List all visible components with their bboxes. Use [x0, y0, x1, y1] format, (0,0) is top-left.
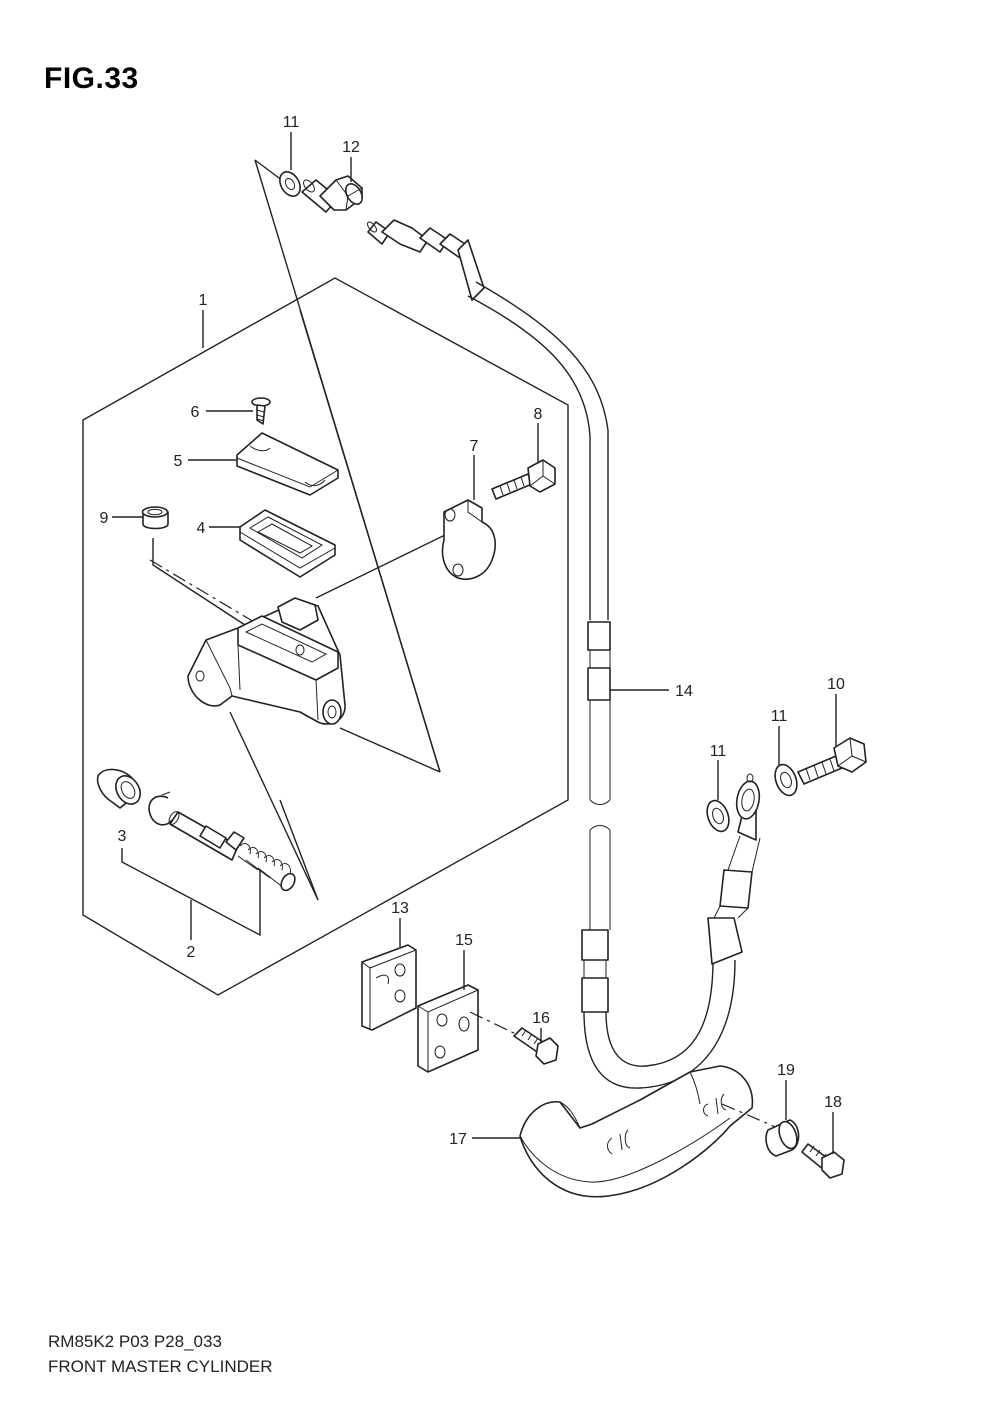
guide-line	[279, 799, 319, 901]
callout-15: 15	[455, 932, 473, 949]
callout-17: 17	[449, 1131, 467, 1148]
plate-part-15	[417, 984, 479, 1073]
boot-part-9	[141, 506, 169, 530]
callout-9: 9	[100, 510, 109, 527]
callout-16: 16	[532, 1010, 550, 1027]
callout-18: 18	[824, 1094, 842, 1111]
cup-part-3	[96, 768, 141, 809]
banjo-bolt-part-10	[797, 737, 867, 785]
figure-title: FIG.33	[44, 62, 139, 95]
piston-part-2	[168, 811, 296, 892]
callout-1: 1	[199, 292, 208, 309]
washer-part-11-lower-left	[706, 799, 730, 833]
callout-19: 19	[777, 1062, 795, 1079]
bolt-part-18	[801, 1143, 845, 1179]
callout-2: 2	[187, 944, 196, 961]
diagram-caption: FRONT MASTER CYLINDER	[48, 1357, 273, 1376]
guide-line	[339, 727, 441, 773]
bolt-part-8	[491, 459, 556, 500]
washer-part-11-top	[279, 171, 301, 197]
diaphragm-part-4	[239, 509, 336, 578]
plate-part-14	[361, 944, 417, 1031]
callout-14: 13	[391, 900, 409, 917]
guide-line	[229, 711, 319, 901]
callout-11-top: 11	[283, 114, 300, 131]
guide-line	[315, 534, 446, 599]
reservoir-cap-part-5	[236, 432, 339, 496]
callout-11-left: 11	[710, 743, 727, 760]
brake-hose-part-12	[367, 219, 761, 1089]
callout-11-right: 11	[771, 708, 788, 725]
fitting-part-13	[301, 175, 363, 213]
callout-13: 12	[342, 139, 360, 156]
guide-line	[721, 1103, 779, 1129]
callout-3: 3	[118, 828, 127, 845]
guide-line	[299, 309, 441, 773]
circlip	[148, 791, 173, 826]
collar-part-19	[765, 1119, 800, 1157]
diagram-code: RM85K2 P03 P28_033	[48, 1332, 222, 1351]
guide-line	[469, 1011, 521, 1037]
callout-8: 8	[534, 406, 543, 423]
washer-part-11-lower-right	[774, 763, 798, 797]
callout-6: 6	[191, 404, 200, 421]
guide-line	[152, 538, 269, 641]
leader-bracket	[121, 848, 261, 937]
callout-12: 14	[675, 683, 693, 700]
callout-5: 5	[174, 453, 183, 470]
disc-guard-part-17	[519, 1065, 754, 1198]
assembly-outline	[82, 277, 569, 996]
master-cylinder-body	[187, 597, 346, 725]
screw-part-6	[251, 397, 271, 425]
clamp-part-7	[441, 499, 496, 580]
callout-7: 7	[470, 438, 479, 455]
callout-10: 10	[827, 676, 845, 693]
bolt-part-16	[513, 1027, 559, 1065]
callout-4: 4	[197, 520, 206, 537]
